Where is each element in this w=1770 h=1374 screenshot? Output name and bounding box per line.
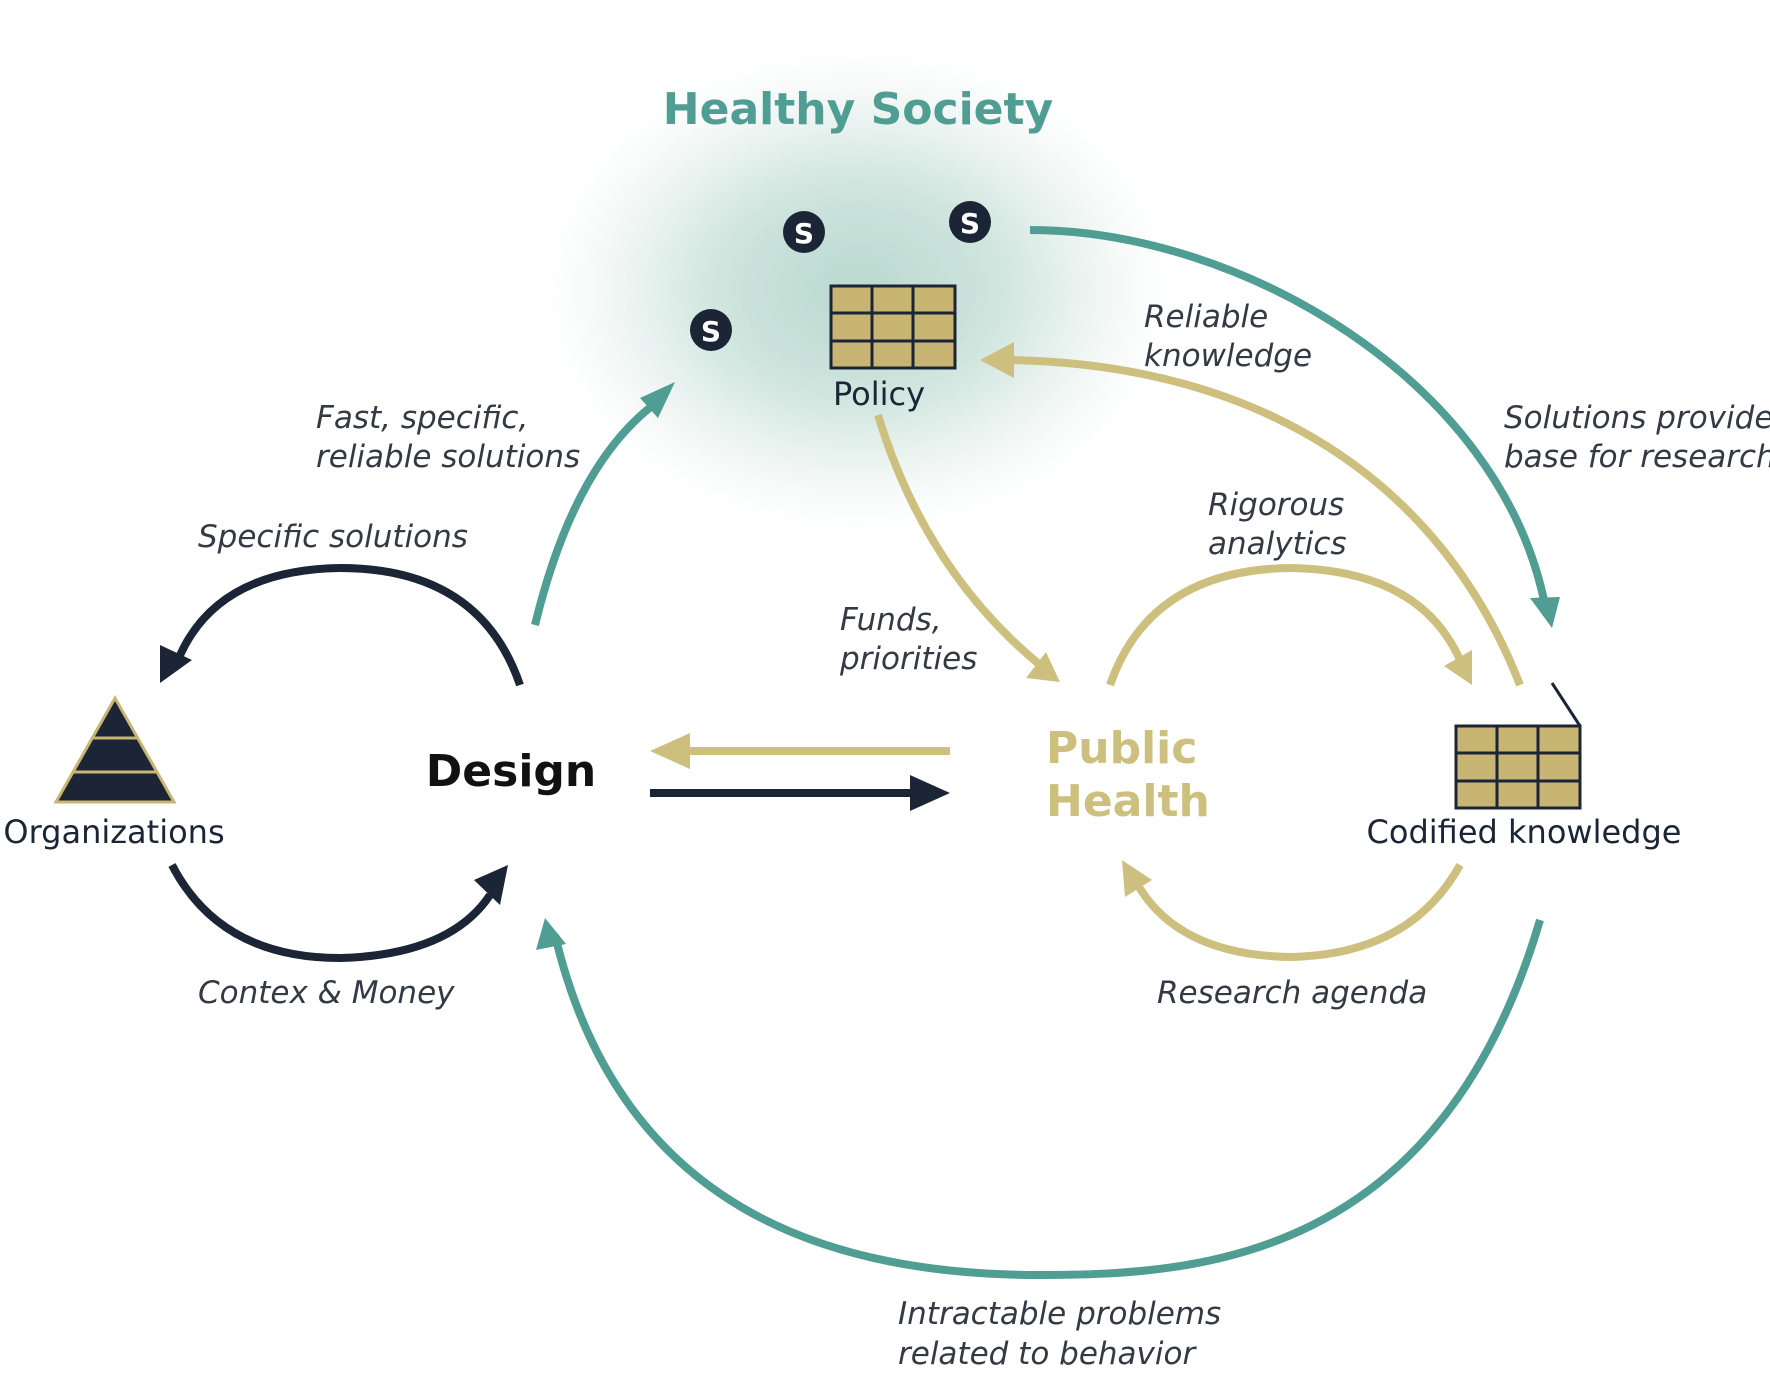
- arrow-codified-to-policy: [1011, 356, 1524, 687]
- label-solutions-line1: Solutions provide: [1504, 400, 1770, 436]
- label-intractable-line1: Intractable problems: [898, 1296, 1221, 1332]
- arrow-policy-to-publichealth: [874, 413, 1043, 669]
- arrow-organizations-to-design: [168, 863, 494, 963]
- arrow-codified-to-policy-head: [980, 342, 1014, 378]
- label-reliable-line2: knowledge: [1144, 338, 1312, 374]
- arrow-publichealth-to-codified-head: [1444, 650, 1472, 685]
- label-reliable-line1: Reliable: [1144, 299, 1268, 335]
- arrow-design-to-publichealth-head: [910, 775, 950, 811]
- label-funds-line2: priorities: [839, 641, 977, 677]
- grid-table-icon: [829, 284, 957, 370]
- arrow-codified-to-design-head: [536, 918, 566, 950]
- dollar-coin-icon: S: [783, 211, 825, 253]
- label-rigorous-line1: Rigorous: [1208, 487, 1344, 523]
- node-public-health-line1: Public: [1046, 723, 1197, 774]
- arrow-publichealth-to-codified: [1106, 563, 1464, 687]
- arrow-organizations-to-design-head: [474, 865, 508, 905]
- arrow-design-to-organizations-head: [160, 645, 192, 683]
- svg-text:S: S: [701, 315, 721, 348]
- node-public-health-line2: Health: [1046, 776, 1210, 827]
- arrow-codified-to-publichealth: [1131, 863, 1464, 962]
- arrow-society-to-codified: [1029, 226, 1549, 606]
- svg-text:S: S: [960, 207, 980, 240]
- label-contex-money: Contex & Money: [198, 975, 455, 1011]
- svg-text:S: S: [794, 217, 814, 250]
- node-design: Design: [426, 746, 596, 797]
- label-rigorous-line2: analytics: [1208, 526, 1347, 562]
- arrow-codified-to-design: [551, 918, 1544, 1280]
- dollar-coin-icon: S: [690, 309, 732, 351]
- label-fast-line2: reliable solutions: [316, 439, 580, 475]
- arrow-design-to-society: [531, 396, 663, 626]
- dollar-coin-icon: S: [949, 201, 991, 243]
- arrow-codified-to-publichealth-head: [1122, 860, 1152, 897]
- node-organizations: Organizations: [3, 813, 224, 851]
- arrow-publichealth-to-design-head: [650, 733, 690, 769]
- label-research-agenda: Research agenda: [1157, 975, 1427, 1011]
- node-policy: Policy: [833, 375, 925, 413]
- arrow-society-to-codified-head: [1530, 597, 1560, 628]
- label-fast-line1: Fast, specific,: [316, 400, 528, 436]
- pyramid-icon: [53, 694, 177, 804]
- arrow-policy-to-publichealth-head: [1026, 652, 1060, 682]
- label-intractable-line2: related to behavior: [898, 1336, 1197, 1372]
- node-codified-knowledge: Codified knowledge: [1367, 813, 1682, 851]
- label-funds-line1: Funds,: [840, 602, 942, 638]
- arrow-design-to-society-head: [640, 382, 675, 418]
- label-specific-solutions: Specific solutions: [198, 519, 468, 555]
- arrow-design-to-organizations: [174, 563, 524, 687]
- label-solutions-line2: base for research: [1504, 439, 1770, 475]
- grid-table-icon: [1454, 682, 1582, 810]
- diagram-title: Healthy Society: [663, 84, 1053, 135]
